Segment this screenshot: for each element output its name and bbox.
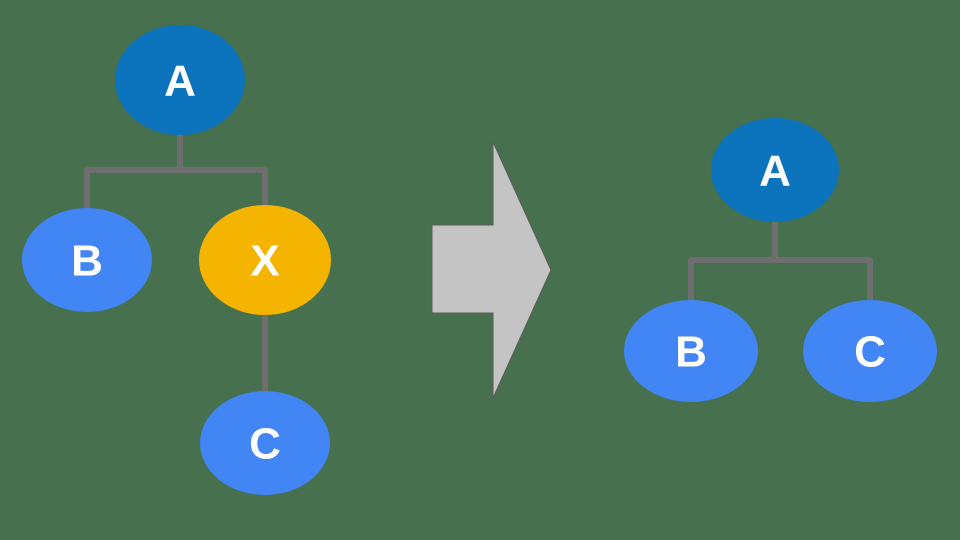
node-x-before-highlighted[interactable]: X [199,205,331,315]
after-edges-group [688,217,873,307]
node-c-before[interactable]: C [200,391,330,495]
node-c-before-label: C [249,420,281,469]
before-tree-group: A B X C [22,25,331,495]
node-c-after-label: C [854,328,886,377]
edge-a-to-b-before [84,130,183,215]
edge-a-to-c-after [772,257,873,307]
before-edges-group [84,130,268,397]
node-x-before-label: X [250,237,279,286]
node-a-before-shape[interactable] [115,25,245,135]
node-b-before[interactable]: B [22,208,152,312]
node-c-after[interactable]: C [803,300,937,402]
node-c-after-shape[interactable] [803,300,937,402]
right-arrow-icon [431,141,552,399]
node-a-before[interactable]: A [115,25,245,135]
edge-a-to-x-before [177,167,268,211]
edge-a-to-b-after [688,217,778,307]
node-b-after-label: B [675,328,707,377]
node-b-before-shape[interactable] [22,208,152,312]
node-b-after[interactable]: B [624,300,758,402]
node-a-before-label: A [164,57,196,106]
node-b-before-label: B [71,237,103,286]
node-a-after-shape[interactable] [711,118,839,222]
node-c-before-shape[interactable] [200,391,330,495]
node-a-after-label: A [759,147,791,196]
node-x-before-shape[interactable] [199,205,331,315]
node-a-after[interactable]: A [711,118,839,222]
node-b-after-shape[interactable] [624,300,758,402]
after-tree-group: A B C [624,118,937,402]
